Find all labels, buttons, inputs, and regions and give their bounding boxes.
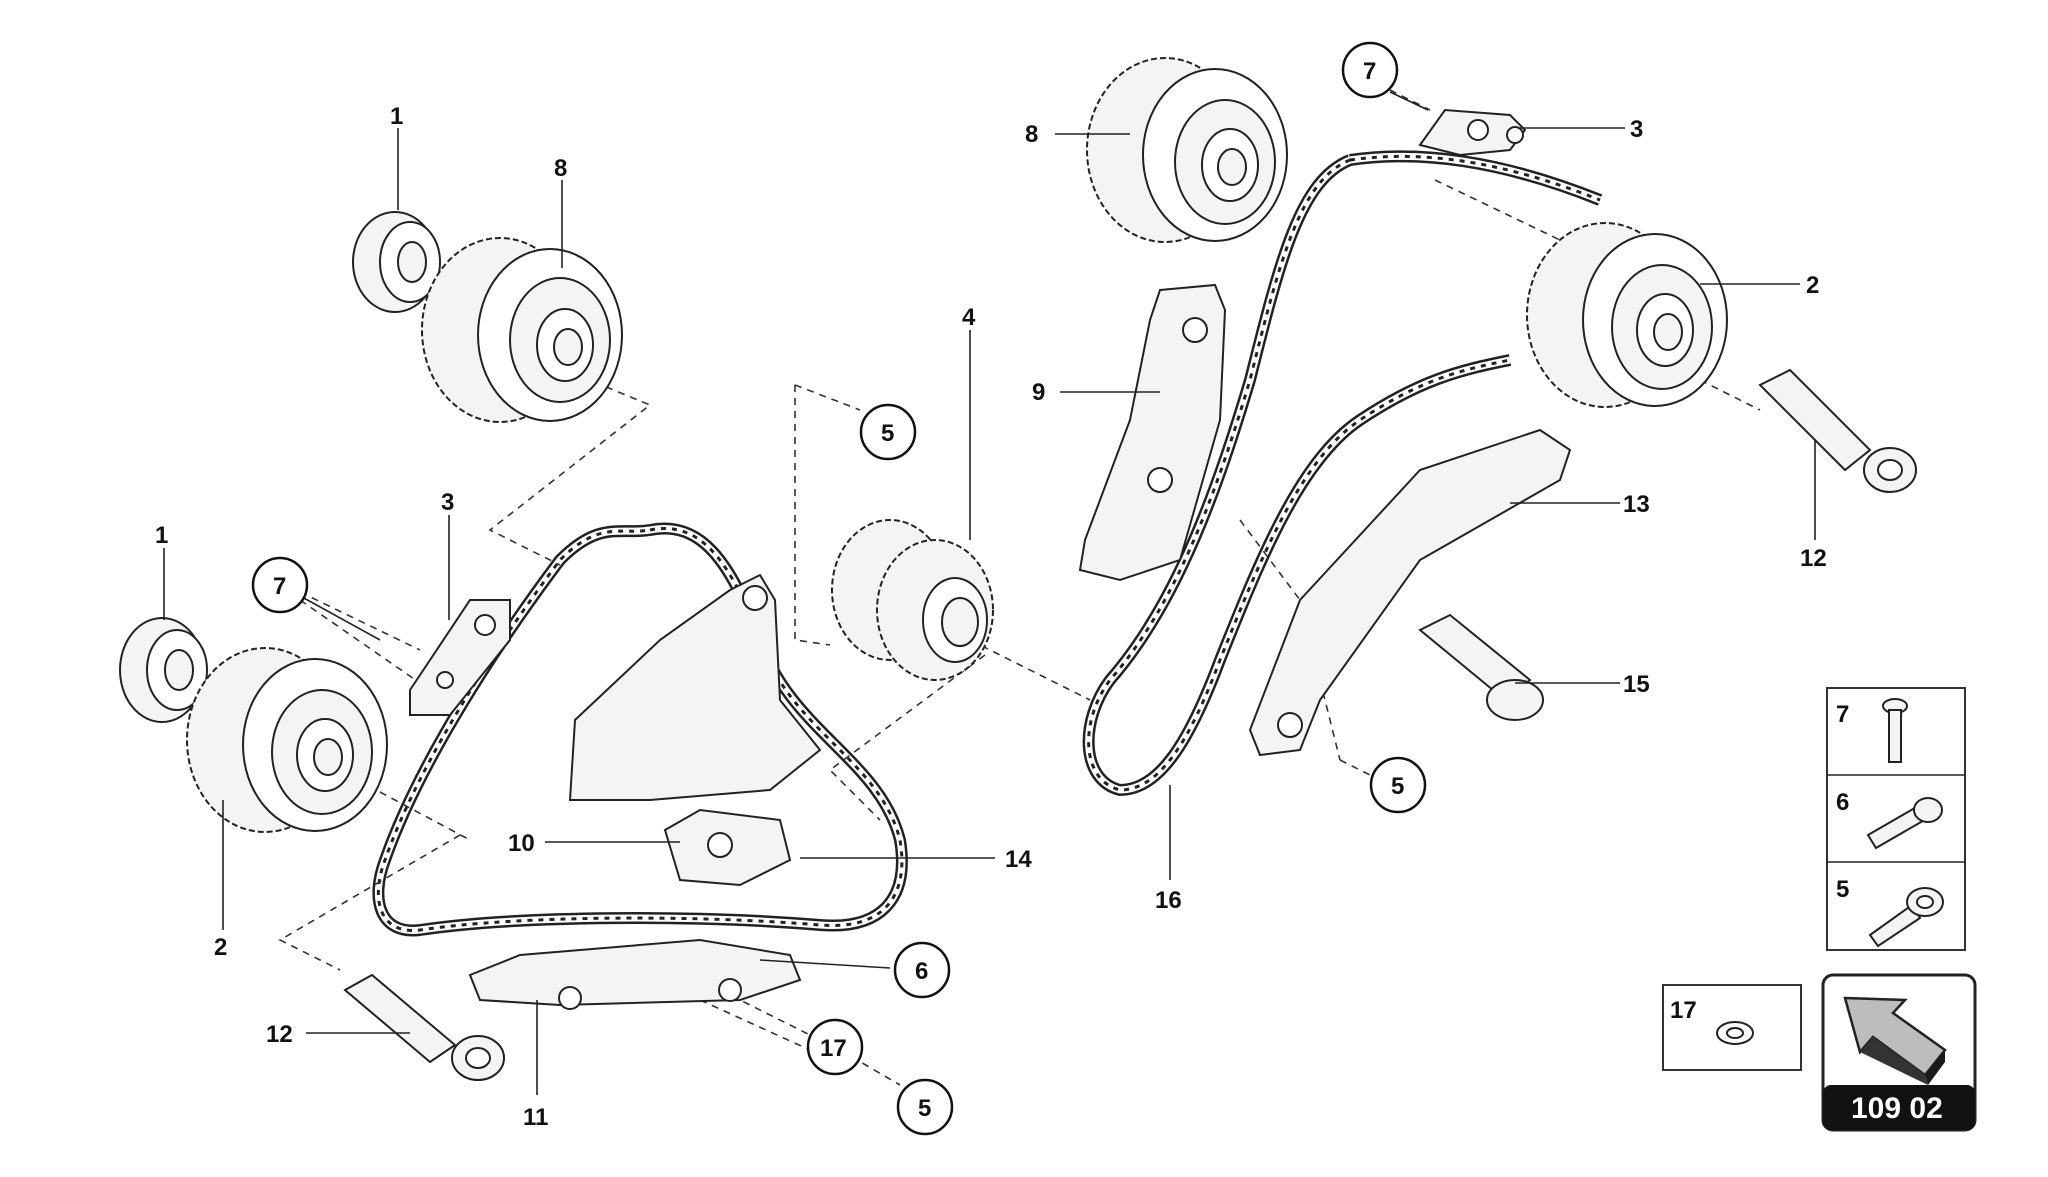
- central-bolt-right: [1758, 368, 1917, 493]
- callout-5-upper: 5: [859, 403, 917, 461]
- legend-7: 7: [1836, 701, 1849, 728]
- camshaft-sprocket-upper-right: [1086, 57, 1288, 243]
- callout-7-left: 7: [251, 556, 309, 614]
- washer-legend: 17: [1662, 984, 1802, 1071]
- spacer-ring-upper: [352, 211, 441, 313]
- callout-6: 6: [893, 941, 951, 999]
- spacer-ring-lower: [119, 617, 208, 723]
- svg-text:5: 5: [881, 420, 894, 447]
- chain-guide-rail-lower: [468, 938, 802, 1010]
- legend-5-screw: [1868, 887, 1944, 948]
- hydraulic-chain-tensioner: [1418, 613, 1544, 721]
- chain-tensioner-10: [663, 808, 792, 887]
- page-number: 109 02: [1851, 1092, 1943, 1125]
- label-9: 9: [1032, 379, 1045, 406]
- tensioner-arm-left: [568, 573, 822, 801]
- leader-lines: [163, 91, 1816, 1095]
- svg-text:5: 5: [918, 1095, 931, 1122]
- label-13: 13: [1623, 491, 1650, 518]
- label-1-upper: 1: [390, 103, 403, 130]
- page-reference-badge[interactable]: 109 02: [1821, 973, 1977, 1132]
- label-8-upper-right: 8: [1025, 121, 1038, 148]
- camshaft-sprocket-right: [1526, 222, 1728, 408]
- arrow-up-left-icon: [1843, 996, 1947, 1085]
- svg-text:6: 6: [915, 958, 928, 985]
- assembly-dashed-lines: [278, 89, 1761, 1086]
- legend-6-screw: [1866, 797, 1943, 850]
- label-16: 16: [1155, 887, 1182, 914]
- label-12-lower: 12: [266, 1021, 293, 1048]
- crankshaft-double-sprocket: [831, 519, 994, 681]
- svg-text:17: 17: [820, 1035, 847, 1062]
- central-bolt-lower: [343, 973, 505, 1081]
- label-3-lower: 3: [441, 489, 454, 516]
- label-8-upper-left: 8: [554, 155, 567, 182]
- callout-17: 17: [806, 1018, 864, 1076]
- callout-5-right: 5: [1369, 756, 1427, 814]
- label-14: 14: [1005, 846, 1032, 873]
- chain-guide-rail-9: [1078, 283, 1227, 582]
- svg-text:7: 7: [273, 573, 286, 600]
- label-15: 15: [1623, 671, 1650, 698]
- guide-block-upper: [1418, 108, 1527, 157]
- guide-block-lower: [409, 599, 511, 716]
- legend-6: 6: [1836, 789, 1849, 816]
- fastener-legend: 7 6 5: [1826, 687, 1966, 951]
- callout-7-upper: 7: [1341, 41, 1399, 99]
- legend-5: 5: [1836, 876, 1849, 903]
- label-11: 11: [523, 1104, 548, 1131]
- right-timing-chain-upper: [1082, 150, 1603, 797]
- camshaft-sprocket-upper-left: [421, 237, 623, 423]
- label-1-lower: 1: [155, 522, 168, 549]
- svg-text:5: 5: [1391, 773, 1404, 800]
- label-10: 10: [508, 830, 535, 857]
- svg-text:7: 7: [1363, 58, 1376, 85]
- label-2-right: 2: [1806, 272, 1819, 299]
- part-labels: 1 8 1 3 4 2 8 3 9 2 12 13 15 16 10 14 11…: [155, 103, 1827, 1131]
- chain-tensioner-rail-13: [1248, 428, 1572, 757]
- callout-5-lower: 5: [896, 1078, 954, 1136]
- legend-17: 17: [1670, 997, 1697, 1024]
- label-12-right: 12: [1800, 545, 1827, 572]
- label-2-lower: 2: [214, 934, 227, 961]
- camshaft-sprocket-lower-left: [186, 647, 388, 833]
- legend-7-screw: [1882, 698, 1908, 763]
- label-4: 4: [962, 304, 976, 331]
- label-3-upper: 3: [1630, 116, 1643, 143]
